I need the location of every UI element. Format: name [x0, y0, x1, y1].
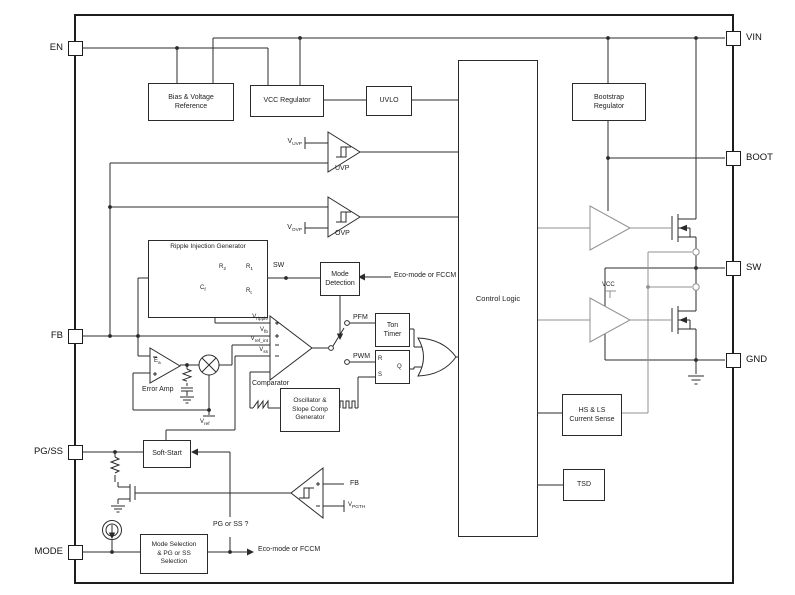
pin-fb: [67, 328, 83, 344]
latch-s-label: S: [378, 372, 383, 378]
hs-sense-tap-icon: [692, 248, 700, 256]
sawtooth-icon: [252, 399, 269, 410]
r1-label: R1: [246, 264, 254, 272]
v-ref-label: Vref: [200, 419, 210, 427]
latch-q-label: Q: [397, 364, 402, 370]
pfm-label: PFM: [353, 314, 368, 321]
multiplier-icon: [198, 354, 220, 376]
pin-pgss: [67, 444, 83, 460]
error-amp-gain-label: Ea: [154, 358, 161, 366]
error-amp-icon: [149, 347, 181, 384]
comparator-input-signs: [275, 321, 279, 357]
resistor-comp-icon: [181, 368, 193, 382]
pin-label-vin: VIN: [746, 32, 762, 43]
fb-pg-label: FB: [350, 480, 359, 487]
pin-label-pgss: PG/SS: [33, 446, 63, 457]
v-ref-int-label: Vref_int: [250, 336, 268, 344]
pwm-comparator-icon: [269, 314, 313, 382]
pin-label-boot: BOOT: [746, 152, 773, 163]
soft-start-block: Soft-Start: [143, 440, 191, 468]
uvp-label: UVP: [335, 165, 350, 172]
vcc-label: VCC: [602, 282, 615, 288]
resistor-pgss-icon: [109, 456, 121, 474]
control-logic-block: Control Logic: [458, 60, 538, 537]
mode-detection-block: Mode Detection: [320, 262, 360, 296]
sw-net-label: SW: [273, 262, 285, 269]
hysteresis-icon: [336, 146, 351, 158]
hs-driver-icon: [589, 205, 632, 251]
oscillator-slope-comp-block: Oscillator & Slope Comp Generator: [280, 388, 340, 432]
pulse-train-icon: [339, 400, 356, 409]
bootstrap-regulator-block: Bootstrap Regulator: [572, 83, 646, 121]
ripple-injection-generator-block: Ripple Injection Generator: [148, 240, 268, 318]
eco-mode-top-label: Eco-mode or FCCM: [394, 272, 457, 279]
error-amp-label: Error Amp: [142, 386, 174, 393]
chip-border: [74, 14, 734, 584]
v-ovp-label: VOVP: [287, 224, 302, 233]
ovp-label: OVP: [335, 230, 350, 237]
pin-vin: [725, 30, 741, 46]
arrowheads: [108, 224, 687, 556]
vcc-regulator-block: VCC Regulator: [250, 85, 324, 117]
v-uvp-label: VUVP: [287, 138, 302, 147]
hs-ls-current-sense-block: HS & LS Current Sense: [562, 394, 622, 436]
pg-comparator-signs: [316, 482, 320, 507]
pin-label-en: EN: [49, 42, 63, 53]
pfm-pwm-switch-icon: [328, 320, 350, 365]
cf-label: Cf: [200, 285, 206, 293]
rs-latch-block: [375, 350, 410, 384]
error-amp-signs: [153, 356, 157, 376]
current-source-icon: [102, 520, 122, 540]
pin-label-sw: SW: [746, 262, 762, 273]
pin-en: [67, 40, 83, 56]
pin-mode: [67, 544, 83, 560]
eco-mode-bottom-label: Eco-mode or FCCM: [258, 546, 321, 553]
v-fb-label: Vfb: [259, 327, 268, 335]
pin-sw: [725, 260, 741, 276]
tsd-block: TSD: [563, 469, 605, 501]
pin-boot: [725, 150, 741, 166]
v-ripple-label: Vripple: [252, 314, 268, 322]
uvp-comparator-icon: [327, 131, 361, 173]
rt-label: Rt: [246, 288, 252, 296]
pg-or-ss-label: PG or SS ?: [212, 521, 250, 528]
bias-voltage-reference-block: Bias & Voltage Reference: [148, 83, 234, 121]
ovp-comparator-icon: [327, 196, 361, 238]
latch-r-label: R: [378, 356, 383, 362]
ls-sense-tap-icon: [692, 283, 700, 291]
hysteresis-icon: [299, 487, 314, 499]
pin-label-mode: MODE: [34, 546, 64, 557]
ton-timer-block: Ton Timer: [375, 313, 410, 347]
pwm-label: PWM: [353, 353, 371, 360]
pin-gnd: [725, 352, 741, 368]
hysteresis-icon: [336, 211, 351, 223]
mode-selection-block: Mode Selection & PG or SS Selection: [140, 534, 208, 574]
v-ss-label: Vss: [259, 347, 268, 355]
r2-label: R2: [219, 264, 227, 272]
ls-driver-icon: [589, 297, 632, 343]
driver-stage: [536, 205, 700, 414]
comparator-label: Comparator: [252, 380, 289, 387]
v-pgth-label: VPGTH: [348, 502, 366, 510]
pin-label-fb: FB: [50, 330, 63, 341]
pin-label-gnd: GND: [746, 354, 768, 365]
pg-comparator-icon: [290, 466, 324, 520]
uvlo-block: UVLO: [366, 86, 412, 116]
or-gate-icon: [417, 337, 457, 377]
